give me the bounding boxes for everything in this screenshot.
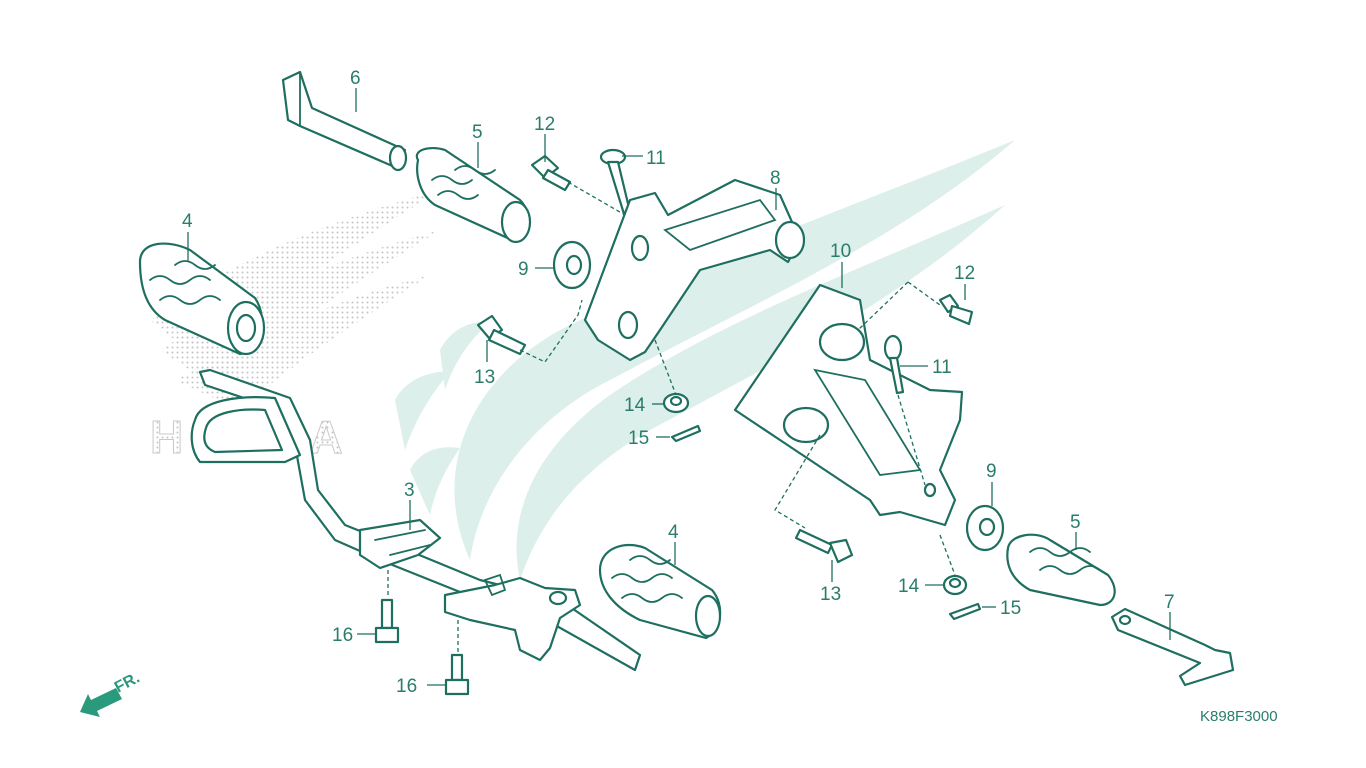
callout-7: 7 [1164,592,1175,613]
part-9-washer-top[interactable] [552,240,592,290]
callout-3: 3 [404,480,415,501]
callout-13-bottom: 13 [820,584,841,605]
callout-labels: 6 5 4 12 11 8 9 13 14 15 10 12 11 9 5 3 … [182,68,1175,697]
callout-11-right: 11 [932,357,952,378]
callout-4-top: 4 [182,211,193,232]
callout-5-right: 5 [1070,512,1081,533]
callout-9-top: 9 [518,259,529,280]
part-15-cotter-top[interactable] [670,424,702,443]
callout-10: 10 [830,241,851,262]
part-5-rubber-right[interactable] [1006,533,1116,607]
callout-12-top: 12 [534,114,555,135]
part-16-bolt-a[interactable] [374,598,400,644]
part-10-bracket[interactable] [733,283,964,527]
part-6-pin[interactable] [281,70,408,172]
part-13-bolt-top[interactable] [476,314,527,356]
front-arrow-icon [80,688,122,717]
part-5-rubber-top[interactable] [415,146,532,244]
part-8-bracket[interactable] [583,178,806,362]
callout-15-top: 15 [628,428,649,449]
front-direction-indicator: FR. [80,669,143,717]
callout-13-top: 13 [474,367,495,388]
part-14-nut-bottom[interactable] [942,574,968,596]
part-12-bolt-right[interactable] [938,293,974,326]
part-4-rubber-bottom[interactable] [598,543,722,640]
callout-14-bottom: 14 [898,576,920,597]
part-4-rubber-left[interactable] [138,242,266,356]
part-12-bolt-top[interactable] [530,154,572,192]
callout-14-top: 14 [624,395,646,416]
part-11-pin-top[interactable] [599,148,632,216]
part-7-pin[interactable] [1110,607,1235,687]
callout-16-a: 16 [332,625,353,646]
part-14-nut-top[interactable] [662,392,690,414]
callout-5-top: 5 [472,122,483,143]
leader-lines [187,88,1171,686]
part-3-step-bar[interactable] [190,368,642,672]
part-9-washer-right[interactable] [965,504,1005,552]
part-15-cotter-bottom[interactable] [948,602,982,621]
part-11-pin-right[interactable] [883,334,905,395]
callout-15-bottom: 15 [1000,598,1021,619]
callout-4-bottom: 4 [668,522,679,543]
callout-12-right: 12 [954,263,975,284]
callout-6: 6 [350,68,361,89]
callout-11-top: 11 [646,148,666,169]
part-13-bolt-bottom[interactable] [794,528,854,564]
callout-16-b: 16 [396,676,417,697]
callout-9-right: 9 [986,461,997,482]
part-16-bolt-b[interactable] [444,653,470,696]
honda-wing-watermark [395,140,1015,580]
drawing-code: K898F3000 [1200,708,1278,725]
callout-8: 8 [770,168,781,189]
